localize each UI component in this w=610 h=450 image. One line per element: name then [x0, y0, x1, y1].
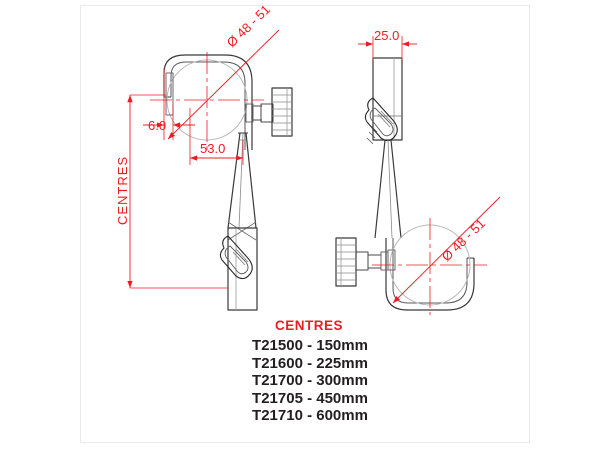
left-post-spine — [238, 132, 244, 229]
right-dia-leader — [392, 196, 501, 304]
part-list: CENTRES T21500 - 150mm T21600 - 225mm T2… — [0, 318, 610, 425]
list-item: T21710 - 600mm — [252, 407, 368, 424]
right-post-right — [390, 139, 402, 239]
right-clamp-assembly — [335, 57, 475, 311]
right-post-left — [374, 139, 386, 239]
dim-53-label: 53.0 — [200, 141, 225, 156]
left-clamp-assembly — [163, 54, 293, 311]
right-dimensions — [358, 36, 501, 315]
left-knob — [271, 87, 293, 137]
list-item: T21500 - 150mm — [252, 337, 368, 354]
right-screw-pad — [380, 251, 389, 271]
right-diameter-label: Ø 48 - 51 — [439, 216, 488, 264]
left-tube — [227, 227, 258, 311]
left-screw-pad — [245, 103, 254, 123]
left-c-hook-inner — [170, 61, 246, 150]
left-screw-body — [260, 103, 274, 123]
left-knob-knurl — [272, 94, 292, 131]
right-c-hook-inner — [392, 238, 468, 304]
part-list-heading: CENTRES — [274, 318, 343, 333]
centres-label: CENTRES — [115, 156, 130, 225]
left-pad-block — [165, 72, 174, 116]
list-item: T21700 - 300mm — [252, 372, 368, 389]
left-post-right — [245, 132, 257, 229]
left-post-left — [227, 132, 241, 229]
right-screw-body — [355, 251, 369, 271]
right-c-hook-outer — [385, 238, 475, 311]
right-cam-lever — [364, 97, 398, 142]
right-brand-marking — [366, 125, 378, 145]
left-post-cross-b — [227, 221, 257, 241]
right-post-spine — [387, 139, 393, 239]
left-screw-shaft — [252, 105, 262, 121]
left-dia-leader — [167, 29, 280, 140]
right-knob-knurl — [336, 244, 356, 281]
dim-25-label: 25.0 — [374, 28, 399, 43]
dim-6-label: 6.0 — [148, 118, 166, 133]
drawing-frame — [80, 5, 530, 443]
left-cam-lever — [219, 235, 253, 280]
left-dimensions — [127, 29, 280, 289]
right-screw-shaft — [368, 254, 381, 269]
list-item: T21600 - 225mm — [252, 354, 368, 372]
left-c-hook-outer — [163, 54, 253, 150]
list-item: T21705 - 450mm — [252, 389, 368, 407]
right-knob — [335, 237, 357, 287]
